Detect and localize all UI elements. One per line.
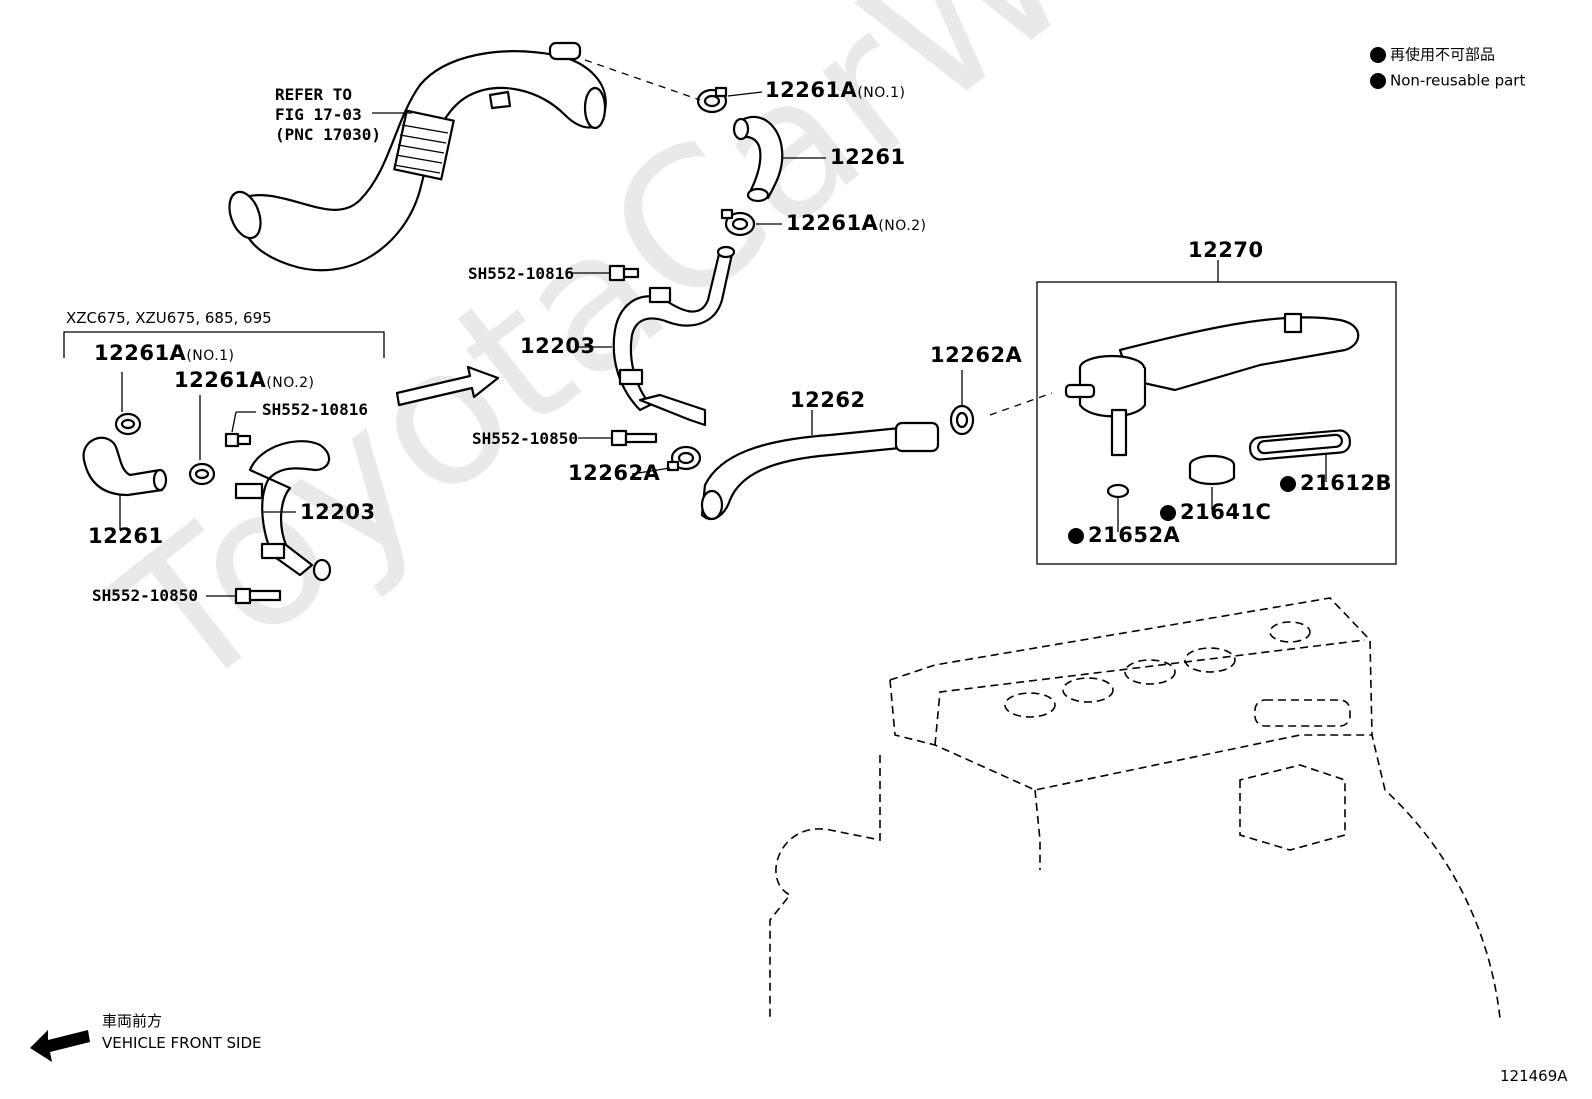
side-hose-12261-drawing — [82, 436, 168, 497]
refer-note: REFER TO FIG 17-03 (PNC 17030) — [275, 85, 381, 145]
bolt-sh552-10850-drawing — [610, 429, 658, 447]
label-side-12203[interactable]: 12203 — [300, 500, 376, 524]
label-21612B[interactable]: 21612B — [1280, 473, 1392, 494]
side-clamp-no2-drawing — [188, 462, 216, 486]
engine-outline — [769, 597, 1501, 1019]
pipe-12203-drawing — [612, 245, 736, 427]
bolt-sh552-10816-drawing — [608, 264, 640, 282]
label-side-sh552-10816[interactable]: SH552-10816 — [262, 400, 368, 419]
assembly-box-12270 — [1036, 281, 1397, 565]
clamp-12262A-lower-drawing — [666, 445, 702, 472]
non-reusable-dot-icon — [1160, 505, 1176, 521]
refer-line-1: REFER TO — [275, 85, 353, 104]
label-21652A[interactable]: 21652A — [1068, 525, 1180, 546]
legend-dot-icon — [1370, 73, 1386, 89]
label-21641C[interactable]: 21641C — [1160, 502, 1271, 523]
non-reusable-dot-icon — [1280, 476, 1296, 492]
variant-group-title: XZC675, XZU675, 685, 695 — [66, 309, 272, 327]
front-direction-en: VEHICLE FRONT SIDE — [102, 1034, 262, 1052]
legend-dot-icon — [1370, 47, 1386, 63]
non-reusable-dot-icon — [1068, 528, 1084, 544]
side-pipe-12203-drawing — [234, 440, 332, 582]
hose-12261-drawing — [732, 115, 784, 203]
label-side-12261A-no1[interactable]: 12261A(NO.1) — [94, 341, 235, 365]
refer-line-2: FIG 17-03 — [275, 105, 362, 124]
separator-12270-drawing — [1064, 312, 1360, 457]
label-side-12261[interactable]: 12261 — [88, 524, 164, 548]
side-bolt-10816-drawing — [224, 432, 252, 448]
label-sh552-10816[interactable]: SH552-10816 — [468, 264, 574, 283]
label-12262A-upper[interactable]: 12262A — [930, 343, 1023, 367]
label-12262[interactable]: 12262 — [790, 388, 866, 412]
legend-ja: 再使用不可部品 — [1370, 47, 1495, 63]
direction-arrow — [395, 365, 500, 407]
gasket-21612B-drawing — [1248, 429, 1352, 461]
label-side-12261A-no2[interactable]: 12261A(NO.2) — [174, 368, 315, 392]
refer-line-3: (PNC 17030) — [275, 125, 381, 144]
label-12261A-no2[interactable]: 12261A(NO.2) — [786, 211, 927, 235]
label-12270[interactable]: 12270 — [1188, 238, 1264, 262]
clamp-12261A-no1-drawing — [696, 86, 728, 114]
label-12261A-no1[interactable]: 12261A(NO.1) — [765, 78, 906, 102]
side-clamp-no1-drawing — [114, 412, 142, 436]
legend-en: Non-reusable part — [1370, 73, 1525, 89]
grommet-21641C-drawing — [1188, 454, 1236, 486]
front-direction-arrow — [30, 1030, 90, 1062]
figure-id: 121469A — [1500, 1067, 1568, 1085]
oring-21652A-drawing — [1106, 483, 1130, 499]
clamp-12262A-upper-drawing — [949, 404, 975, 436]
label-12261[interactable]: 12261 — [830, 145, 906, 169]
label-side-sh552-10850[interactable]: SH552-10850 — [92, 586, 198, 605]
variant-bracket — [63, 331, 385, 358]
label-12203[interactable]: 12203 — [520, 334, 596, 358]
hose-12262-drawing — [700, 421, 940, 521]
air-hose-drawing — [228, 41, 607, 272]
label-12262A-lower[interactable]: 12262A — [568, 461, 661, 485]
side-bolt-10850-drawing — [234, 587, 282, 605]
front-direction-ja: 車両前方 — [102, 1012, 163, 1030]
clamp-12261A-no2-drawing — [720, 208, 756, 237]
label-sh552-10850[interactable]: SH552-10850 — [472, 429, 578, 448]
